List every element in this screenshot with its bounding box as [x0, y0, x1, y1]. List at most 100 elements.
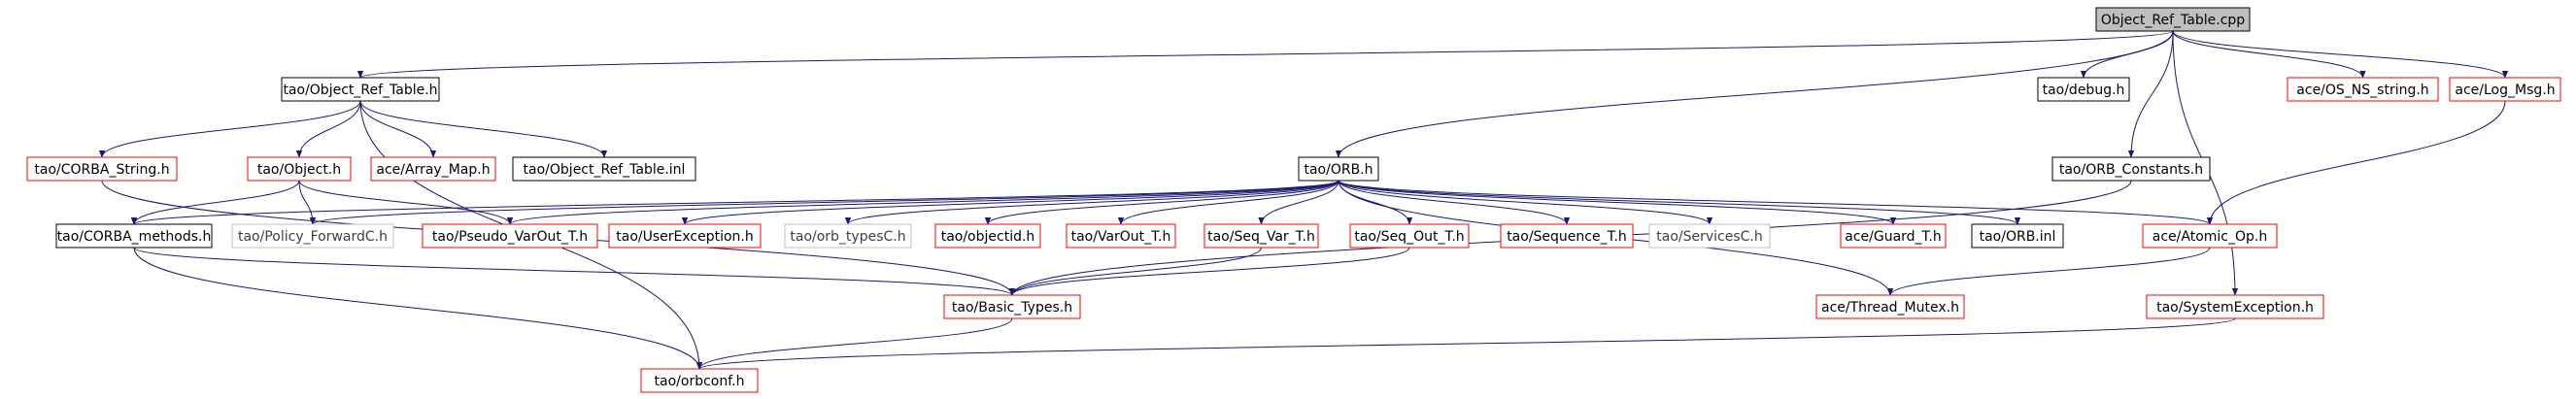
edge-line [507, 180, 1339, 225]
node-box [422, 223, 598, 249]
node-tao-orb-constants[interactable]: tao/ORB_Constants.h [2051, 156, 2211, 182]
edge-root-to-tao_orb [1335, 30, 2174, 158]
node-label: tao/Policy_ForwardC.h [238, 229, 388, 245]
node-box [2146, 294, 2324, 319]
edge-line [133, 247, 1015, 296]
node-tao-corba-string[interactable]: tao/CORBA_String.h [26, 156, 178, 182]
node-tao-obj-ref-table[interactable]: tao/Object_Ref_Table.h [281, 77, 440, 102]
node-label: tao/Sequence_T.h [1507, 229, 1627, 245]
node-tao-object[interactable]: tao/Object.h [247, 156, 352, 182]
edge-line [1338, 180, 1571, 225]
node-ace-log-msg[interactable]: ace/Log_Msg.h [2449, 77, 2561, 102]
edge-tao_obj_ref_table-to-tao_corba_string [98, 100, 361, 158]
node-ace-array-map[interactable]: ace/Array_Map.h [370, 156, 496, 182]
node-label: tao/Basic_Types.h [952, 300, 1072, 316]
edge-line [695, 317, 1013, 370]
node-tao-seq-out[interactable]: tao/Seq_Out_T.h [1349, 223, 1470, 249]
node-tao-obj-ref-inl[interactable]: tao/Object_Ref_Table.inl [512, 156, 696, 182]
edge-line [359, 100, 608, 158]
node-label: tao/Object_Ref_Table.h [283, 83, 437, 98]
node-box [512, 156, 696, 182]
node-tao-pseudo-varout[interactable]: tao/Pseudo_VarOut_T.h [422, 223, 598, 249]
edge-line [2127, 30, 2174, 158]
edges-layer [98, 30, 2509, 370]
edge-tao_orb-to-tao_userexception [682, 180, 1339, 225]
node-box [2287, 77, 2439, 102]
node-label: tao/SystemException.h [2156, 300, 2314, 316]
edge-tao_corba_methods-to-tao_orbconf [133, 247, 703, 370]
node-label: tao/Pseudo_VarOut_T.h [432, 229, 588, 245]
edge-line [1338, 180, 1413, 225]
node-box [1971, 223, 2064, 249]
edge-line [295, 100, 361, 158]
node-tao-basic-types[interactable]: tao/Basic_Types.h [943, 294, 1081, 319]
node-tao-sequence-t[interactable]: tao/Sequence_T.h [1500, 223, 1634, 249]
edge-tao_orb-to-tao_orb_inl [1338, 180, 2020, 225]
node-tao-corba-methods[interactable]: tao/CORBA_methods.h [55, 223, 213, 249]
node-label: ace/Log_Msg.h [2455, 83, 2555, 98]
edge-tao_obj_ref_table-to-ace_array_map [359, 100, 437, 158]
edge-tao_object-to-tao_pseudo_varout [298, 180, 514, 225]
edge-line [1008, 247, 1410, 296]
edge-line [359, 100, 437, 158]
node-tao-seq-var[interactable]: tao/Seq_Var_T.h [1203, 223, 1319, 249]
node-tao-orb-inl[interactable]: tao/ORB.inl [1971, 223, 2064, 249]
node-label: ace/OS_NS_string.h [2296, 83, 2428, 98]
edge-line [133, 247, 703, 370]
edge-tao_orb-to-tao_pseudo_varout [507, 180, 1339, 225]
node-label: ace/Guard_T.h [1845, 229, 1942, 245]
edge-tao_orb-to-tao_varout [1117, 180, 1339, 225]
node-label: tao/objectid.h [941, 229, 1035, 245]
edge-tao_orb-to-ace_atomic_op [1338, 180, 2213, 225]
edge-line [696, 317, 2236, 370]
edge-line [1008, 247, 1262, 296]
node-box [1840, 223, 1947, 249]
edge-tao_orb-to-tao_objectid [984, 180, 1339, 225]
node-label: tao/CORBA_String.h [34, 162, 169, 178]
edge-line [682, 180, 1339, 225]
node-box [281, 77, 440, 102]
node-label: tao/Object_Ref_Table.inl [524, 162, 686, 178]
node-ace-thread-mutex[interactable]: ace/Thread_Mutex.h [1815, 294, 1965, 319]
node-box [55, 223, 213, 249]
edge-line [98, 100, 361, 158]
node-ace-atomic-op[interactable]: ace/Atomic_Op.h [2142, 223, 2278, 249]
node-tao-varout[interactable]: tao/VarOut_T.h [1066, 223, 1176, 249]
node-tao-orb-typesc[interactable]: tao/orb_typesC.h [784, 223, 912, 249]
node-tao-servicesc[interactable]: tao/ServicesC.h [1648, 223, 1771, 249]
node-label: tao/orbconf.h [655, 374, 745, 389]
edge-tao_obj_ref_table-to-tao_object [295, 100, 361, 158]
edge-tao_orb-to-tao_policy_fwd [310, 180, 1339, 225]
node-ace-guard-t[interactable]: ace/Guard_T.h [1840, 223, 1947, 249]
edge-ace_atomic_op-to-ace_thread_mutex [1886, 247, 2211, 296]
edge-tao_orb-to-tao_orb_typesc [844, 180, 1339, 225]
node-label: tao/ORB.inl [1980, 229, 2056, 245]
edge-ace_log_msg-to-ace_atomic_op [2206, 100, 2506, 225]
node-tao-systemexception[interactable]: tao/SystemException.h [2146, 294, 2324, 319]
node-ace-os-ns-string[interactable]: ace/OS_NS_string.h [2287, 77, 2439, 102]
node-tao-userexception[interactable]: tao/UserException.h [608, 223, 762, 249]
node-box [934, 223, 1041, 249]
node-box [2051, 156, 2211, 182]
node-label: tao/ORB.h [1304, 162, 1373, 178]
edge-line [130, 180, 300, 225]
node-tao-orb[interactable]: tao/ORB.h [1298, 156, 1379, 182]
node-box [2095, 7, 2251, 32]
node-root[interactable]: Object_Ref_Table.cpp [2095, 7, 2251, 32]
node-box [943, 294, 1081, 319]
nodes-layer: Object_Ref_Table.cpp tao/Object_Ref_Table… [26, 7, 2561, 393]
edge-line [1338, 180, 1897, 225]
edge-tao_orb-to-tao_corba_methods [131, 180, 1339, 225]
node-box [640, 368, 759, 393]
node-tao-orbconf[interactable]: tao/orbconf.h [640, 368, 759, 393]
edge-root-to-tao_orb_constants [2127, 30, 2174, 158]
edge-line [131, 180, 1339, 225]
node-tao-policy-fwd[interactable]: tao/Policy_ForwardC.h [231, 223, 394, 249]
node-tao-objectid[interactable]: tao/objectid.h [934, 223, 1041, 249]
edge-tao_seq_var-to-tao_basic_types [1008, 247, 1262, 296]
edge-tao_basic_types-to-tao_orbconf [695, 317, 1013, 370]
node-box [231, 223, 394, 249]
edge-root-to-ace_os_ns_string [2172, 30, 2366, 79]
node-tao-debug[interactable]: tao/debug.h [2037, 77, 2130, 102]
